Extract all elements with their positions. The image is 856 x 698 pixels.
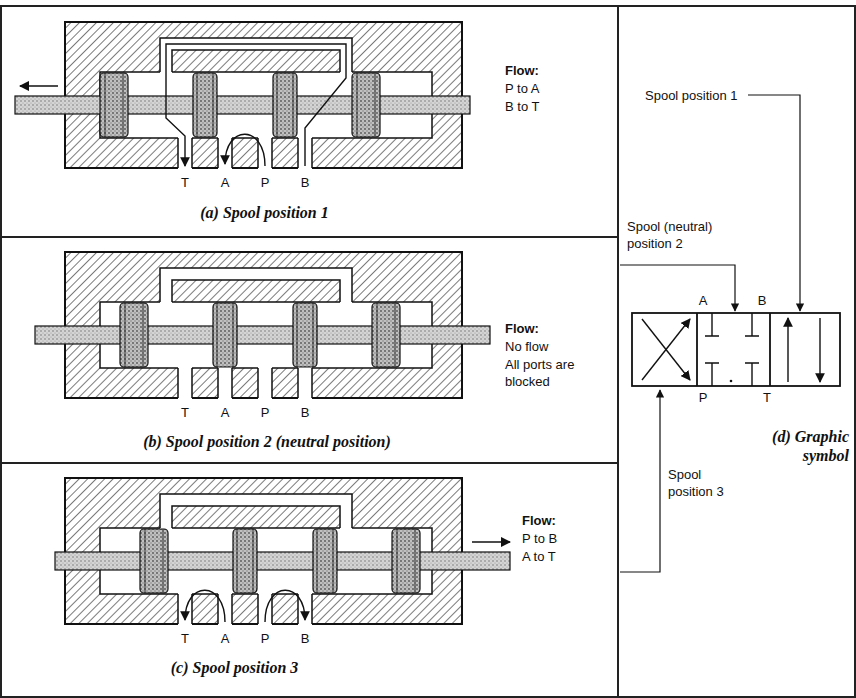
section-panel: (a) Spool position 1 [0, 5, 619, 238]
shift-arrow [20, 85, 58, 87]
leader-line [620, 390, 660, 572]
flow-label: No flow [505, 338, 548, 355]
symbol-port-label: A [699, 292, 708, 309]
flow-label: P to B [522, 530, 557, 547]
callout-label: Spool position 1 [645, 87, 738, 104]
port-label: B [301, 404, 310, 421]
flow-label: Flow: [522, 512, 556, 529]
port-label: T [181, 174, 189, 191]
valve-section [35, 252, 490, 400]
leader-line [748, 95, 800, 311]
section-caption: (d) Graphic symbol [743, 427, 849, 465]
flow-label: Flow: [505, 62, 539, 79]
valve-section [15, 22, 470, 170]
section-panel: (c) Spool position 3 [0, 462, 619, 698]
flow-label: B to T [505, 98, 539, 115]
port-label: A [221, 630, 230, 647]
port-label: P [261, 174, 270, 191]
flow-label: P to A [505, 80, 539, 97]
port-label: B [301, 630, 310, 647]
port-label: T [181, 404, 189, 421]
section-caption: (c) Spool position 3 [2, 658, 467, 677]
symbol-port-label: B [758, 292, 767, 309]
flow-arrow [185, 590, 225, 622]
port-label: A [221, 404, 230, 421]
leader-line [620, 265, 735, 311]
callout-label: Spool position 3 [668, 466, 746, 500]
flow-arrow [225, 134, 265, 166]
section-caption: (a) Spool position 1 [2, 203, 527, 222]
valve-section [55, 478, 510, 626]
port-label: P [261, 630, 270, 647]
flow-label: All ports are blocked [505, 356, 597, 390]
port-label: A [221, 174, 230, 191]
flow-arrow [166, 44, 346, 166]
section-panel: (d) Graphic symbol [617, 5, 856, 698]
flow-label: Flow: [505, 320, 539, 337]
spool [15, 73, 470, 137]
symbol-port-label: P [699, 389, 708, 406]
flow-label: A to T [522, 548, 556, 565]
spool [35, 303, 490, 367]
callout-label: Spool (neutral) position 2 [627, 218, 737, 252]
shift-arrow [472, 541, 510, 543]
port-label: P [261, 404, 270, 421]
port-label: T [181, 630, 189, 647]
port-label: B [301, 174, 310, 191]
spool [55, 529, 510, 593]
flow-arrow [265, 590, 305, 622]
section-caption: (b) Spool position 2 (neutral position) [2, 432, 532, 451]
valve-symbol [632, 313, 840, 386]
symbol-port-label: T [763, 389, 771, 406]
